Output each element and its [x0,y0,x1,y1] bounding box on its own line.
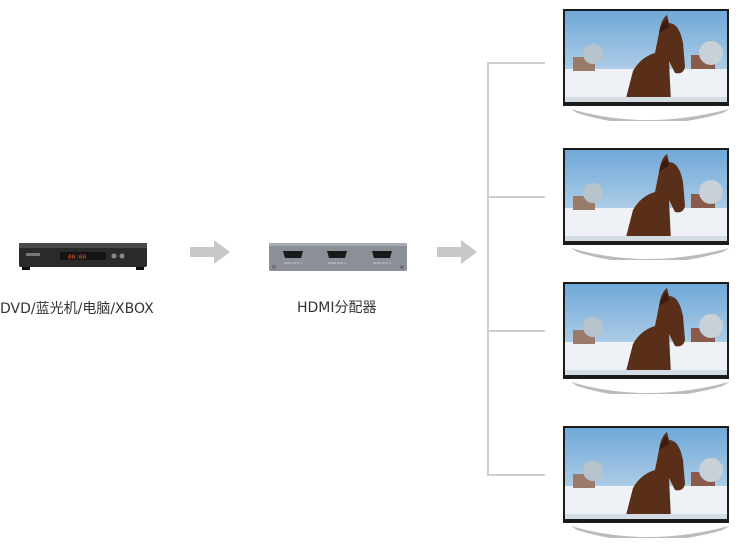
connector-branch-4 [487,474,545,476]
connector-vertical [487,62,489,476]
tv-output-4 [563,426,729,538]
arrow-right-icon [437,240,477,264]
hdmi-port-3: HDMI OUT 3 [372,251,392,265]
port-label-1: HDMI OUT 1 [284,261,302,265]
port-label-3: HDMI OUT 3 [373,261,391,265]
port-label-2: HDMI OUT 2 [328,261,346,265]
connector-branch-2 [487,196,545,198]
dvd-player-device: 00:00 [18,240,148,272]
splitter-label: HDMI分配器 [297,300,377,316]
connector-branch-3 [487,330,545,332]
tv-output-3 [563,282,729,394]
player-display: 00:00 [68,254,86,261]
hdmi-port-1: HDMI OUT 1 [283,251,303,265]
tv-output-1 [563,9,729,121]
hdmi-port-2: HDMI OUT 2 [327,251,347,265]
source-label: DVD/蓝光机/电脑/XBOX [0,301,154,317]
connector-branch-1 [487,62,545,64]
tv-output-2 [563,148,729,260]
arrow-right-icon [190,240,230,264]
hdmi-splitter-device: HDMI OUT 1 HDMI OUT 2 HDMI OUT 3 [268,241,408,273]
